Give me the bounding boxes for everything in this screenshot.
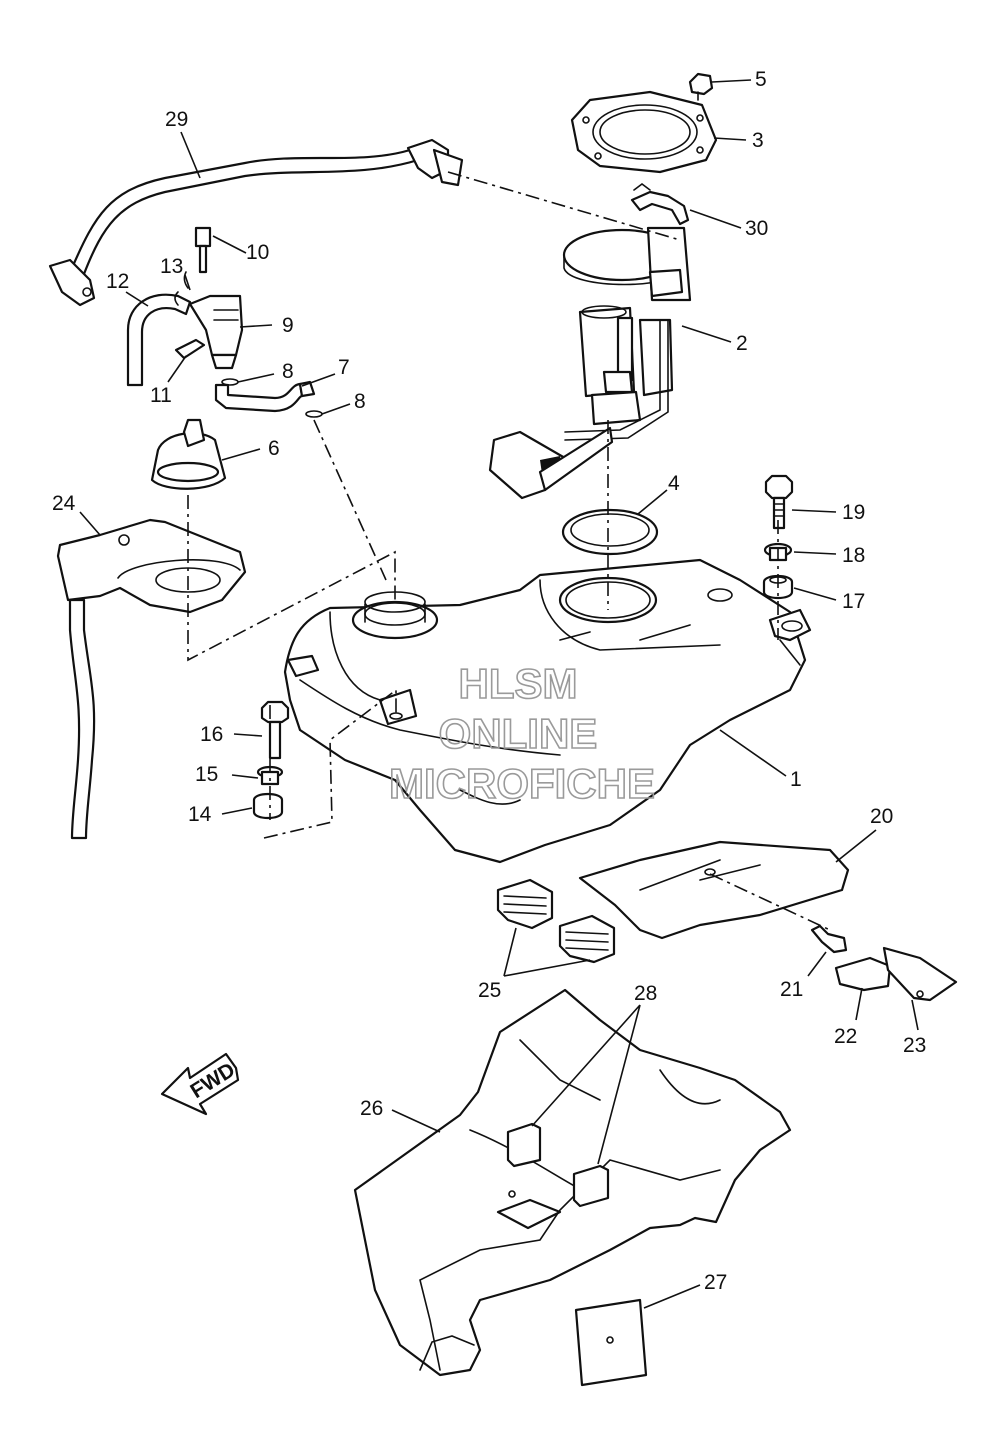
pad-28a <box>506 1122 542 1168</box>
part-label-26: 26 <box>360 1097 383 1120</box>
part-label-23: 23 <box>903 1034 926 1057</box>
part-label-22: 22 <box>834 1025 857 1048</box>
nut-5 <box>688 72 714 101</box>
watermark-line-3: MICROFICHE <box>389 760 655 807</box>
damper-25a <box>496 878 554 930</box>
assembly-lines <box>187 171 831 931</box>
part-labels: 1 2 3 4 5 6 7 8 8 9 10 11 12 13 14 15 16… <box>52 68 926 1294</box>
hose-7 <box>214 378 323 418</box>
part-label-27: 27 <box>704 1271 727 1294</box>
part-label-16: 16 <box>200 723 223 746</box>
fuel-tank-1 <box>283 558 812 864</box>
part-label-21: 21 <box>780 978 803 1001</box>
part-label-9: 9 <box>282 314 294 337</box>
part-label-30: 30 <box>745 217 768 240</box>
breather-hose-29 <box>48 138 464 307</box>
part-label-20: 20 <box>870 805 893 828</box>
part-label-7: 7 <box>338 356 350 379</box>
part-label-2: 2 <box>736 332 748 355</box>
part-label-12: 12 <box>106 270 129 293</box>
part-label-24: 24 <box>52 492 76 515</box>
forward-arrow-icon: FWD <box>160 1052 239 1116</box>
hose-12 <box>126 293 192 387</box>
cover-20 <box>578 840 850 940</box>
part-label-29: 29 <box>165 108 188 131</box>
watermark-line-1: HLSM <box>459 660 578 707</box>
part-label-28: 28 <box>634 982 657 1005</box>
solenoid-valve-9 <box>174 226 244 370</box>
part-label-25: 25 <box>478 979 501 1002</box>
bracket-24 <box>56 518 247 840</box>
leader-lines <box>79 79 919 1309</box>
watermark: HLSM ONLINE MICROFICHE <box>388 659 656 808</box>
clamp-30 <box>630 183 690 226</box>
part-label-5: 5 <box>755 68 767 91</box>
part-label-10: 10 <box>246 241 269 264</box>
part-label-4: 4 <box>668 472 680 495</box>
damper-14 <box>252 792 284 820</box>
fuel-cap-6 <box>150 418 227 490</box>
sheet-27 <box>574 1298 648 1387</box>
watermark-line-2: ONLINE <box>439 710 598 757</box>
plate-22 <box>834 956 892 992</box>
grommet-23 <box>882 946 958 1002</box>
part-label-3: 3 <box>752 129 764 152</box>
part-label-14: 14 <box>188 803 212 826</box>
gasket-4 <box>561 508 659 556</box>
pad-28b <box>572 1164 610 1208</box>
bolt-16 <box>260 700 290 760</box>
fuel-pump-2 <box>488 226 692 500</box>
under-cover-26 <box>353 988 792 1377</box>
part-label-8b: 8 <box>354 390 366 413</box>
bolt-19 <box>764 474 794 530</box>
part-label-6: 6 <box>268 437 280 460</box>
plate-3 <box>570 90 718 174</box>
part-label-18: 18 <box>842 544 865 567</box>
part-label-17: 17 <box>842 590 865 613</box>
part-label-8a: 8 <box>282 360 294 383</box>
part-label-1: 1 <box>790 768 802 791</box>
part-label-13: 13 <box>160 255 183 278</box>
damper-25b <box>558 914 616 964</box>
part-label-19: 19 <box>842 501 865 524</box>
part-label-11: 11 <box>150 384 172 407</box>
part-label-15: 15 <box>195 763 218 786</box>
bolt-21 <box>810 924 848 954</box>
